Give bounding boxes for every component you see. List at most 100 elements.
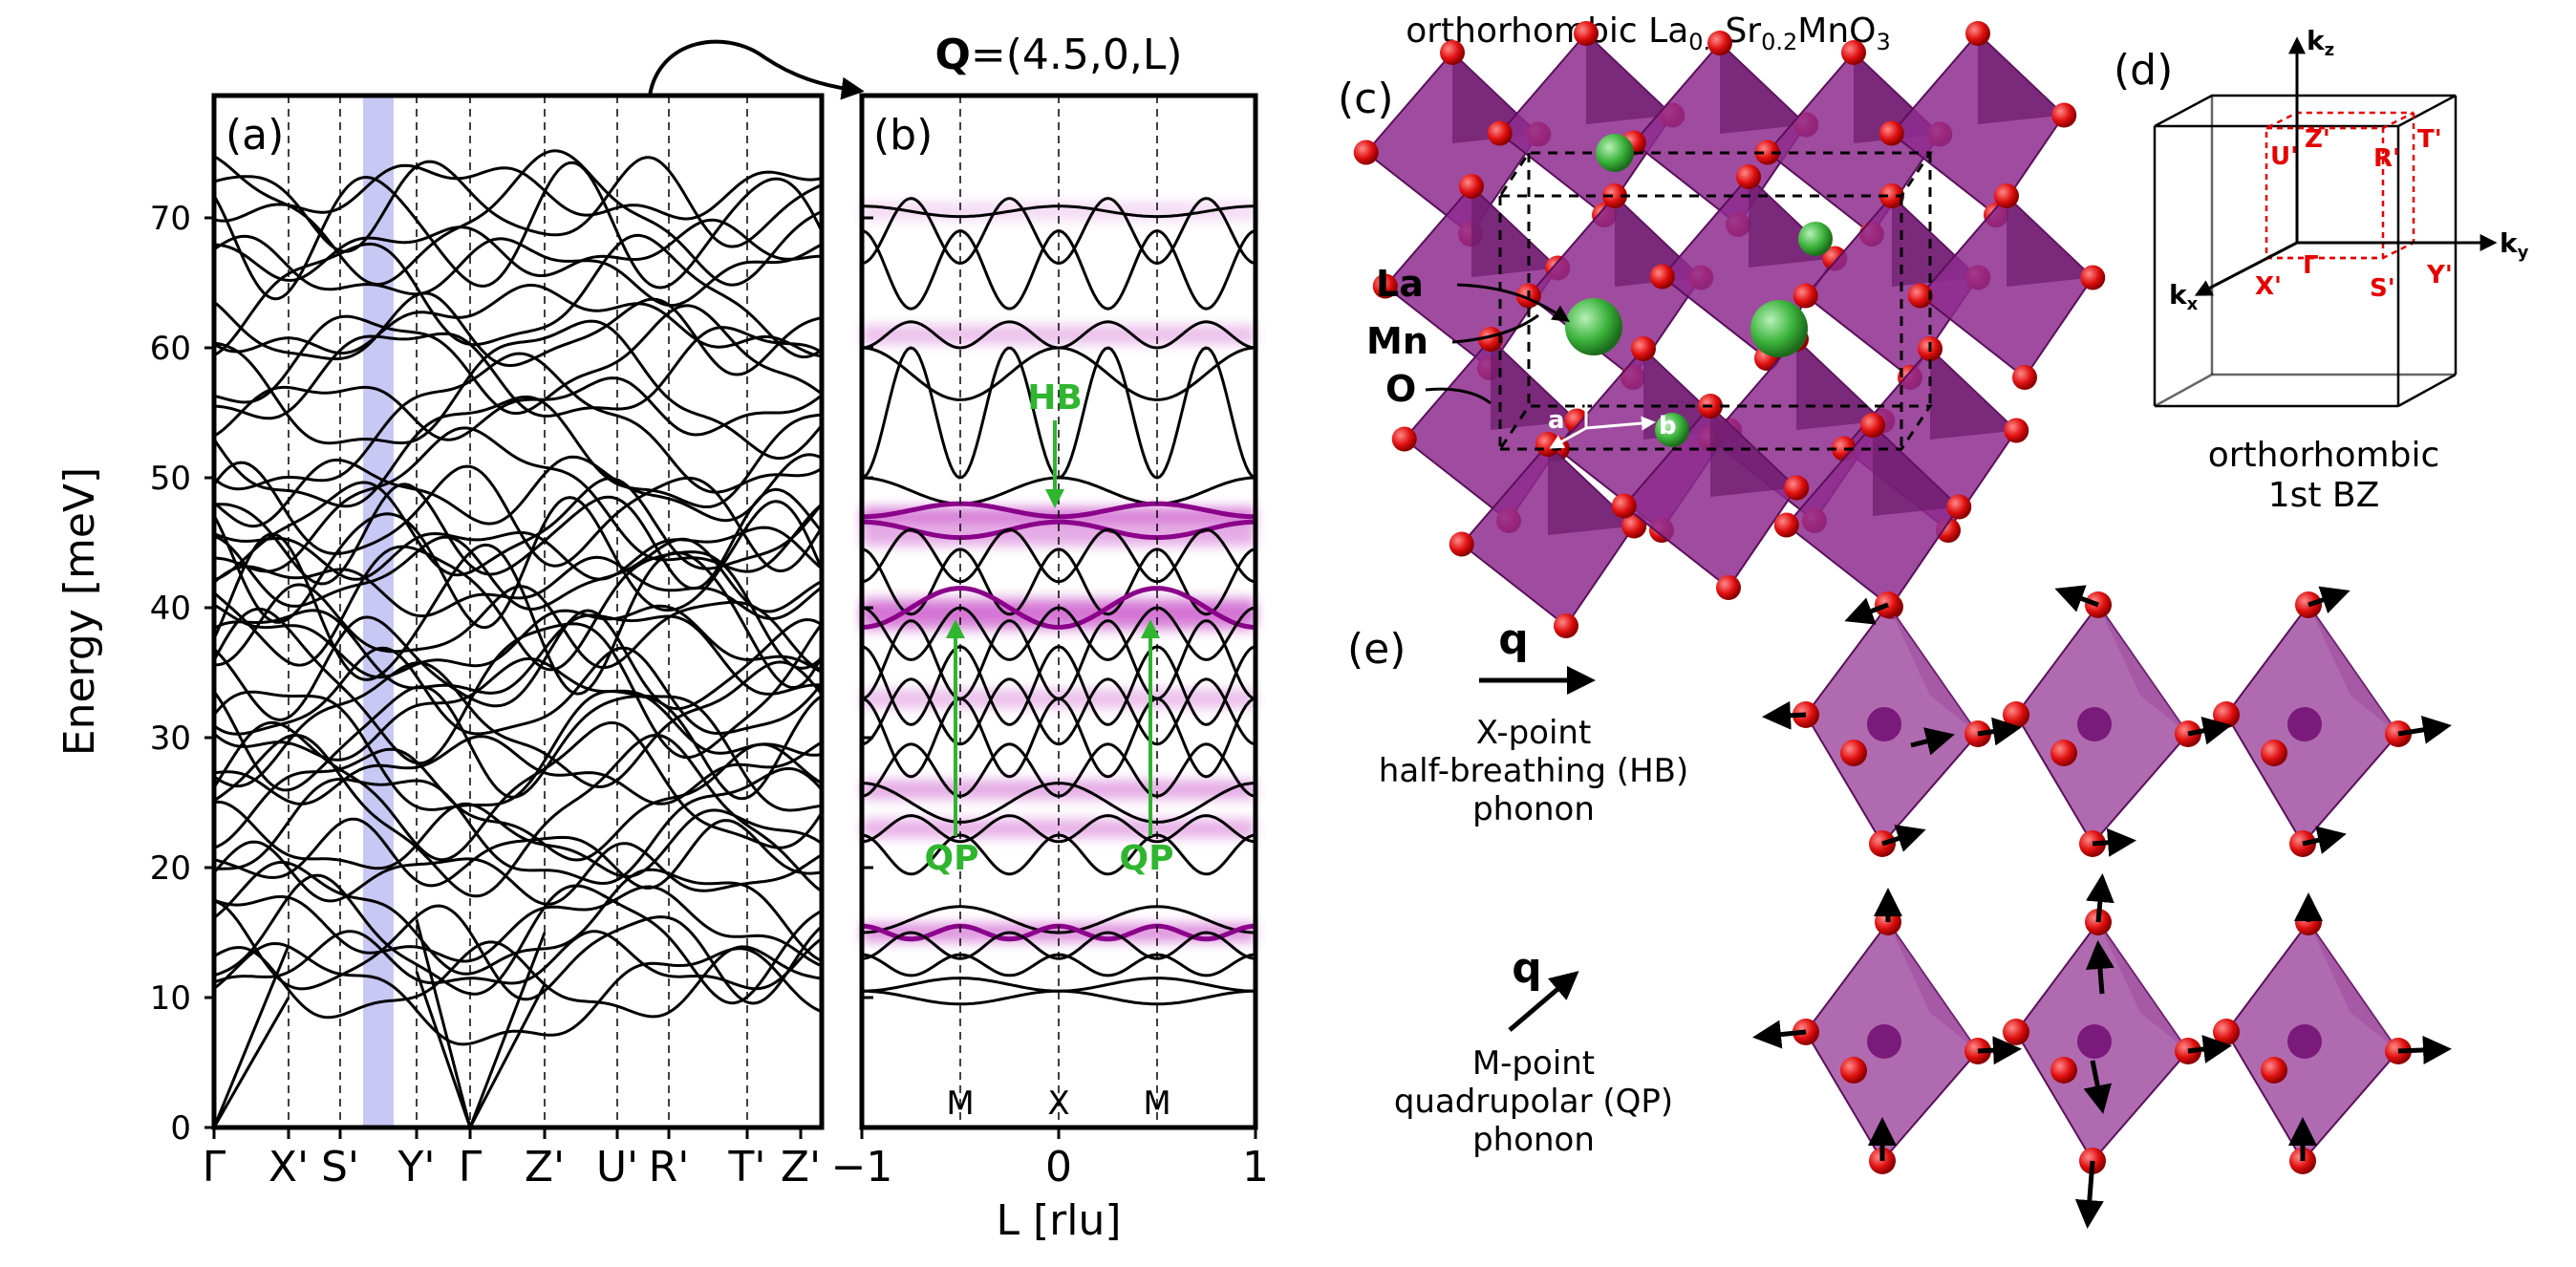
point-y: Y' bbox=[2426, 261, 2453, 290]
band-line bbox=[212, 840, 823, 906]
band-line bbox=[213, 766, 824, 886]
point-u: U' bbox=[2270, 142, 2298, 171]
symmetry-lines-b bbox=[959, 96, 1158, 1127]
band-line bbox=[213, 660, 824, 789]
axis-b-arrow bbox=[1585, 416, 1656, 431]
band-line bbox=[213, 940, 823, 1020]
mn-atom bbox=[1867, 1024, 1901, 1059]
band-line bbox=[213, 526, 823, 581]
unit-cell-bottom bbox=[1497, 404, 1933, 451]
x-tick-label: R' bbox=[649, 1143, 690, 1192]
band-line-b bbox=[861, 519, 1256, 541]
displacement-arrow bbox=[1910, 727, 1955, 756]
y-tick-label: 0 bbox=[170, 1109, 191, 1148]
octahedron-face bbox=[1873, 425, 1960, 516]
kz-label: kz bbox=[2307, 25, 2334, 60]
displacement-arrow bbox=[1844, 597, 1889, 625]
displacement-arrow bbox=[2302, 826, 2347, 854]
oxygen-atom bbox=[1602, 183, 1627, 208]
displacement-arrow bbox=[2187, 1035, 2232, 1063]
oxygen-atom bbox=[1449, 531, 1474, 557]
y-tick-label: 50 bbox=[150, 460, 191, 498]
displacement-arrow bbox=[2187, 716, 2232, 745]
point-r: R' bbox=[2373, 144, 2400, 173]
band-line-b bbox=[861, 814, 1256, 844]
acoustic-branch bbox=[415, 919, 472, 1128]
x-tick-label-b: 1 bbox=[1242, 1143, 1269, 1192]
oxygen-atom-e bbox=[2213, 1019, 2240, 1045]
oxygen-atom bbox=[1574, 21, 1599, 46]
title-q: Q bbox=[934, 31, 970, 79]
oxygen-atom bbox=[1792, 283, 1818, 309]
oxygen-atom bbox=[1554, 613, 1578, 638]
band-line bbox=[213, 657, 823, 762]
octahedron-face bbox=[1548, 444, 1635, 535]
bz-caption-2: 1st BZ bbox=[2268, 476, 2380, 515]
band-line bbox=[213, 860, 823, 976]
band-line bbox=[213, 800, 823, 878]
band-line bbox=[213, 163, 823, 223]
q-arrow-qp bbox=[1508, 971, 1579, 1032]
oxygen-atom-e bbox=[2003, 701, 2029, 728]
oxygen-atom bbox=[1946, 494, 1972, 520]
q-label-qp: q bbox=[1512, 944, 1542, 993]
band-line-b bbox=[861, 586, 1256, 630]
band-line bbox=[213, 218, 823, 283]
qp-annotation-left: QP bbox=[925, 839, 979, 878]
oxygen-atom-e bbox=[2003, 1019, 2029, 1045]
oxygen-atom bbox=[1459, 174, 1484, 199]
displacement-arrow bbox=[1752, 1020, 1807, 1049]
band-line bbox=[212, 161, 824, 301]
octahedron-face-e bbox=[1888, 922, 1978, 1051]
point-x: X' bbox=[2255, 272, 2282, 301]
octahedron-face bbox=[1720, 43, 1807, 134]
band-line bbox=[213, 291, 823, 376]
band-line bbox=[213, 733, 823, 898]
band-line bbox=[213, 735, 823, 805]
band-line bbox=[213, 233, 823, 359]
band-line bbox=[212, 395, 823, 509]
title-rest: =(4.5,0,L) bbox=[971, 31, 1183, 79]
acoustic-branch bbox=[212, 997, 290, 1128]
oxygen-atom bbox=[1707, 31, 1732, 55]
qp-caption-2: quadrupolar (QP) bbox=[1394, 1083, 1673, 1121]
band-line bbox=[212, 720, 824, 862]
oxygen-atom bbox=[2004, 418, 2029, 443]
displacement-arrow bbox=[2085, 873, 2114, 923]
y-tick-label: 40 bbox=[150, 590, 191, 628]
displacement-arrow bbox=[1762, 700, 1807, 730]
band-line bbox=[213, 930, 823, 991]
dispersion-curves bbox=[212, 149, 824, 1128]
y-axis-label: Energy [meV] bbox=[55, 467, 104, 756]
acoustic-branch bbox=[212, 945, 290, 1128]
oxygen-atom bbox=[1372, 273, 1398, 299]
displacement-arrow bbox=[2397, 715, 2452, 744]
axes-frame-a bbox=[211, 93, 825, 1130]
x-tick-label-b: 0 bbox=[1045, 1143, 1072, 1192]
oxygen-atom bbox=[1611, 493, 1637, 519]
y-ticks-b bbox=[862, 216, 873, 1129]
hb-caption-3: phonon bbox=[1472, 790, 1595, 828]
mn-atom bbox=[2077, 1024, 2112, 1059]
displacement-arrow bbox=[1977, 1036, 2022, 1065]
x-axis-label-b: L [rlu] bbox=[996, 1196, 1121, 1245]
octahedron-face bbox=[1586, 33, 1673, 124]
marker-m-right: M bbox=[1143, 1084, 1170, 1123]
axis-a-arrow bbox=[1549, 426, 1587, 449]
label-mn: Mn bbox=[1366, 320, 1428, 362]
displacement-arrow bbox=[2397, 1035, 2452, 1064]
octahedron-face bbox=[2007, 196, 2093, 287]
qp-annotation-right: QP bbox=[1120, 839, 1174, 878]
mn-atom bbox=[2077, 707, 2112, 741]
q-label-hb: q bbox=[1498, 615, 1529, 664]
displacement-arrow bbox=[2308, 586, 2351, 613]
octahedron-face-e bbox=[2308, 922, 2398, 1051]
oxygen-atom bbox=[1353, 140, 1379, 165]
y-tick-label: 20 bbox=[150, 849, 191, 888]
displacement-arrow bbox=[1881, 825, 1926, 852]
crystal-formula: orthorhombic La0.8Sr0.2MnO3 bbox=[1406, 11, 1891, 55]
band-line bbox=[213, 304, 823, 416]
